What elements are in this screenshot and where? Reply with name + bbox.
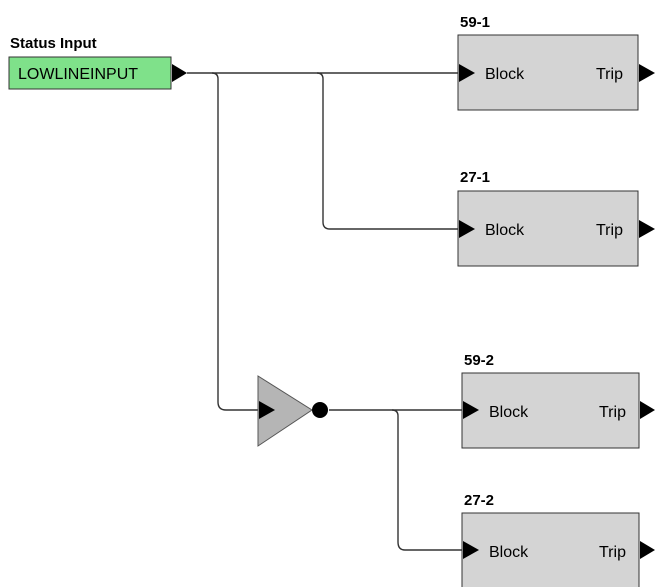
block-27-2-input-arrow-icon [463, 541, 479, 559]
block-59-2-input-arrow-icon [463, 401, 479, 419]
block-27-2-output-arrow-icon [640, 541, 655, 559]
block-59-1-input-arrow-icon [459, 64, 475, 82]
status-input-title: Status Input [10, 35, 97, 52]
block-27-2-output-label: Trip [599, 544, 626, 561]
block-27-1-output-arrow-icon [639, 220, 655, 238]
block-59-1[interactable] [457, 34, 639, 111]
block-27-2-input-label: Block [489, 544, 529, 561]
block-27-1-title: 27-1 [460, 169, 490, 186]
block-59-2-title: 59-2 [464, 352, 494, 369]
block-59-2-output-arrow-icon [640, 401, 655, 419]
block-59-1-input-label: Block [485, 66, 525, 83]
wire-to-27-1 [316, 72, 458, 230]
status-input-value: LOWLINEINPUT [18, 66, 138, 83]
block-59-1-output-arrow-icon [639, 64, 655, 82]
block-27-1-output-label: Trip [596, 222, 623, 239]
not-gate-icon[interactable] [257, 375, 313, 447]
block-27-2[interactable] [461, 512, 640, 587]
wire-to-27-2 [391, 409, 462, 551]
block-59-1-title: 59-1 [460, 14, 490, 31]
not-gate-inverter-bubble [312, 402, 328, 418]
status-input-box[interactable] [8, 56, 172, 90]
block-59-2[interactable] [461, 372, 640, 449]
not-gate-input-arrow-icon [259, 401, 275, 419]
block-27-1-input-label: Block [485, 222, 525, 239]
block-27-1[interactable] [457, 190, 639, 267]
block-27-2-title: 27-2 [464, 492, 494, 509]
block-59-2-input-label: Block [489, 404, 529, 421]
wire-to-not-gate [211, 72, 258, 411]
block-59-2-output-label: Trip [599, 404, 626, 421]
status-input-output-arrow-icon [172, 64, 187, 82]
block-27-1-input-arrow-icon [459, 220, 475, 238]
block-59-1-output-label: Trip [596, 66, 623, 83]
